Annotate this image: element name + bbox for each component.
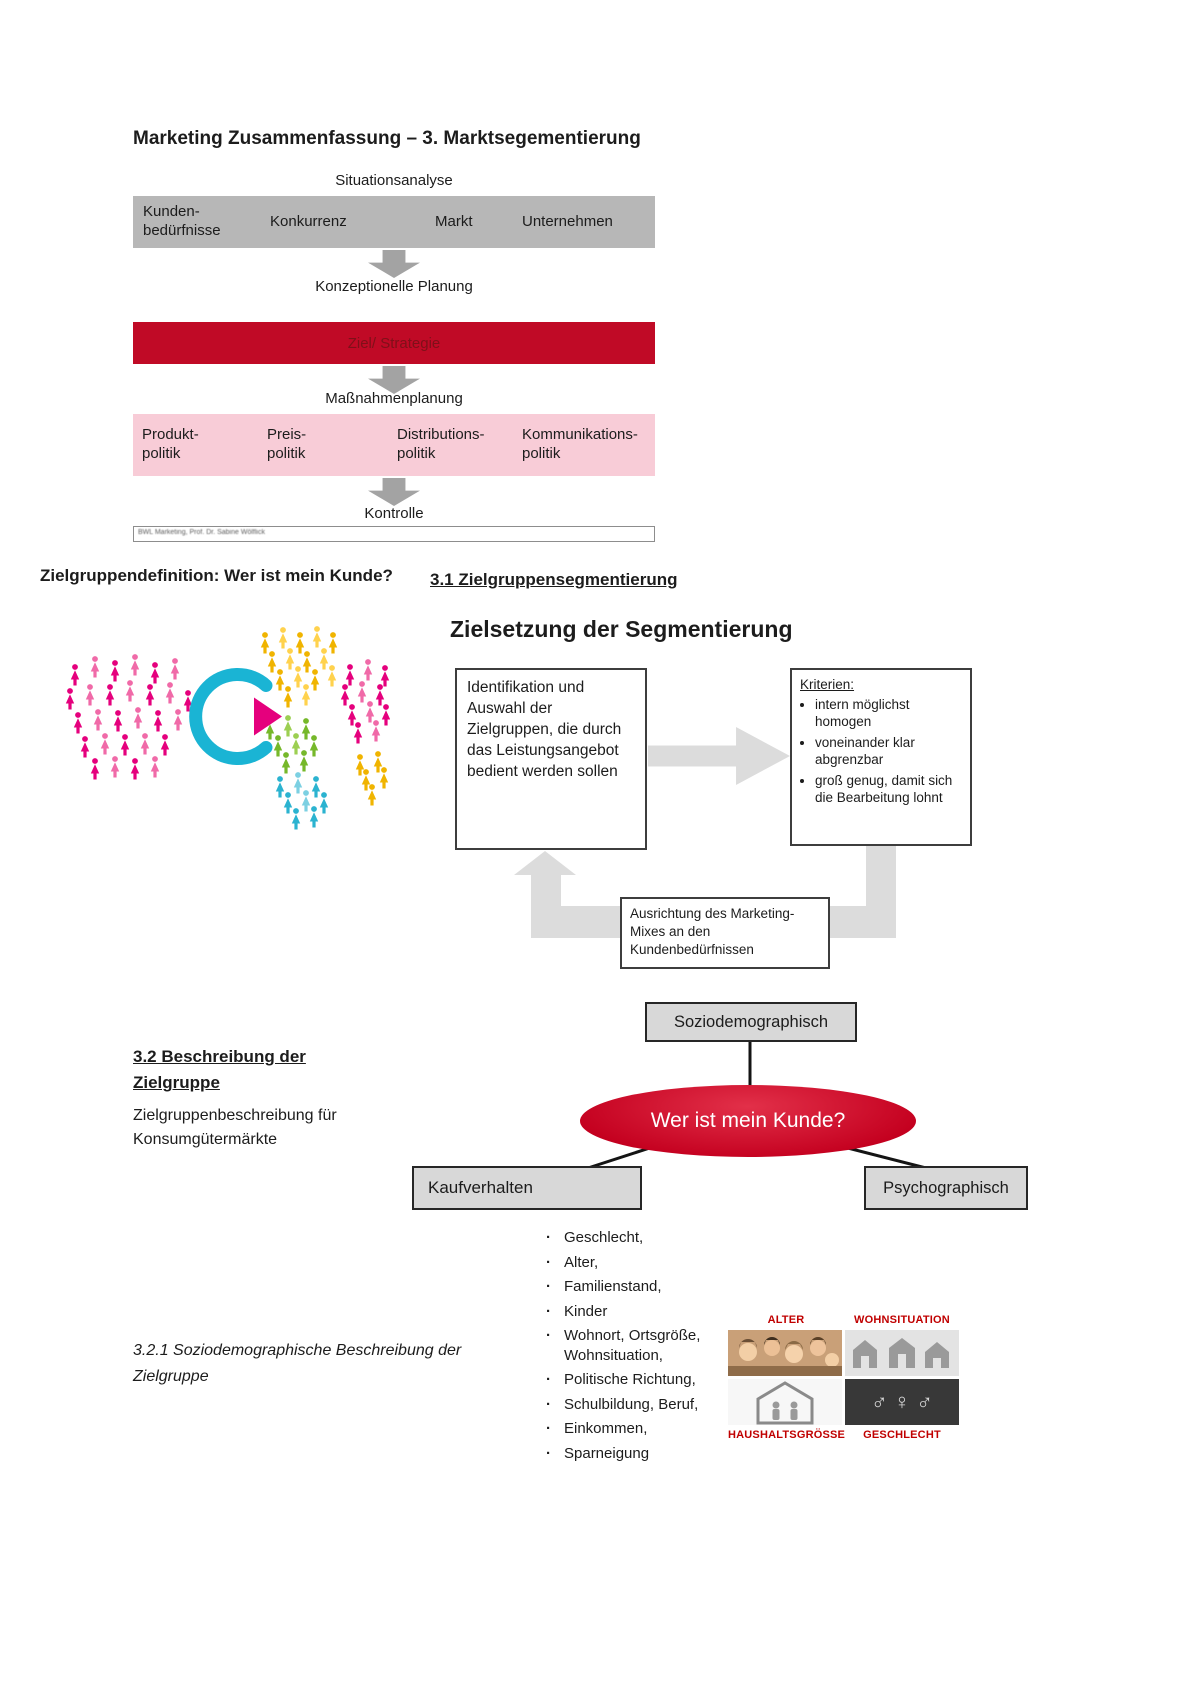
kriterien-item: groß genug, damit sich die Bearbeitung l… — [815, 772, 962, 807]
feedback-arrow-segment — [531, 872, 561, 938]
mix-item: Produkt- politik — [142, 426, 199, 462]
psychographisch-box: Psychographisch — [864, 1166, 1028, 1210]
massnahmenplanung-label: Maßnahmenplanung — [325, 390, 463, 407]
kunde-ellipse: Wer ist mein Kunde? — [580, 1085, 916, 1157]
right-arrow-icon — [648, 727, 790, 785]
bullet-item: Geschlecht, — [538, 1228, 738, 1248]
source-footnote: BWL Marketing, Prof. Dr. Sabine Wölflick — [133, 526, 655, 542]
kriterien-list: intern möglichst homogen voneinander kla… — [800, 696, 962, 807]
kaufverhalten-box: Kaufverhalten — [412, 1166, 642, 1210]
down-arrow-icon — [368, 478, 420, 506]
sozio-bullet-list: Geschlecht, Alter, Familienstand, Kinder… — [538, 1228, 738, 1468]
up-arrowhead-icon — [514, 851, 576, 875]
analysis-item: Kunden- bedürfnisse — [143, 203, 221, 239]
magenta-arrow-icon — [254, 697, 282, 736]
bullet-item: Wohnort, Ortsgröße, Wohnsituation, — [538, 1326, 738, 1365]
source-footnote-text: BWL Marketing, Prof. Dr. Sabine Wölflick — [138, 529, 265, 536]
mix-item: Distributions- politik — [397, 426, 485, 462]
houses-photo — [845, 1330, 959, 1376]
household-photo — [728, 1379, 842, 1425]
kriterien-title: Kriterien: — [800, 677, 855, 692]
wohnsituation-label: WOHNSITUATION — [854, 1314, 950, 1326]
ziel-strategie-bar: Ziel/ Strategie — [133, 322, 655, 364]
identification-box: Identifikation und Auswahl der Zielgrupp… — [455, 668, 647, 850]
analysis-item: Unternehmen — [522, 212, 613, 230]
geschlecht-label: GESCHLECHT — [863, 1429, 941, 1441]
ziel-strategie-label: Ziel/ Strategie — [347, 334, 441, 352]
section-31-heading: 3.1 Zielgruppensegmentierung — [430, 570, 678, 589]
bullet-item: Politische Richtung, — [538, 1370, 738, 1390]
kriterien-item: intern möglichst homogen — [815, 696, 962, 731]
sozio-collage: ALTER WOHNSITUATION — [728, 1314, 960, 1441]
analysis-item: Konkurrenz — [270, 212, 347, 230]
bullet-item: Schulbildung, Beruf, — [538, 1395, 738, 1415]
analysis-bar: Kunden- bedürfnisse Konkurrenz Markt Unt… — [133, 196, 655, 248]
kontrolle-label: Kontrolle — [364, 505, 424, 522]
section-32-heading: 3.2 Beschreibung der Zielgruppe — [133, 1047, 306, 1093]
konzeptionelle-planung-label: Konzeptionelle Planung — [315, 278, 473, 295]
bullet-item: Alter, — [538, 1253, 738, 1273]
mix-item: Kommunikations- politik — [522, 426, 638, 462]
analysis-item: Markt — [435, 212, 473, 230]
section-32-subtext: Zielgruppenbeschreibung für Konsumgüterm… — [133, 1107, 337, 1148]
bullet-item: Sparneigung — [538, 1444, 738, 1464]
soziodemographisch-box: Soziodemographisch — [645, 1002, 857, 1042]
bullet-item: Einkommen, — [538, 1419, 738, 1439]
gender-photo: ♂ ♀ ♂ — [845, 1379, 959, 1425]
section-321-heading: 3.2.1 Soziodemographische Beschreibung d… — [133, 1342, 462, 1386]
kriterien-box: Kriterien: intern möglichst homogen vone… — [790, 668, 972, 846]
cyan-arc-arrow-icon — [189, 668, 273, 765]
page-title: Marketing Zusammenfassung – 3. Marktsege… — [133, 128, 641, 149]
zielgruppendefinition-heading: Zielgruppendefinition: Wer ist mein Kund… — [40, 566, 393, 585]
kriterien-item: voneinander klar abgrenzbar — [815, 734, 962, 769]
situationsanalyse-label: Situationsanalyse — [335, 172, 453, 189]
bullet-item: Kinder — [538, 1302, 738, 1322]
zielsetzung-heading: Zielsetzung der Segmentierung — [450, 616, 793, 642]
down-arrow-icon — [368, 250, 420, 278]
mix-item: Preis- politik — [267, 426, 307, 462]
alter-label: ALTER — [767, 1314, 805, 1326]
family-photo — [728, 1330, 842, 1376]
gender-symbols-icon: ♂ ♀ ♂ — [871, 1389, 933, 1414]
bullet-item: Familienstand, — [538, 1277, 738, 1297]
crowd-segments-image — [65, 626, 390, 830]
haushaltsgroesse-label: HAUSHALTSGRÖSSE — [728, 1429, 846, 1441]
feedback-box: Ausrichtung des Marketing-Mixes an den K… — [620, 897, 830, 969]
marketing-mix-bar: Produkt- politik Preis- politik Distribu… — [133, 414, 655, 476]
